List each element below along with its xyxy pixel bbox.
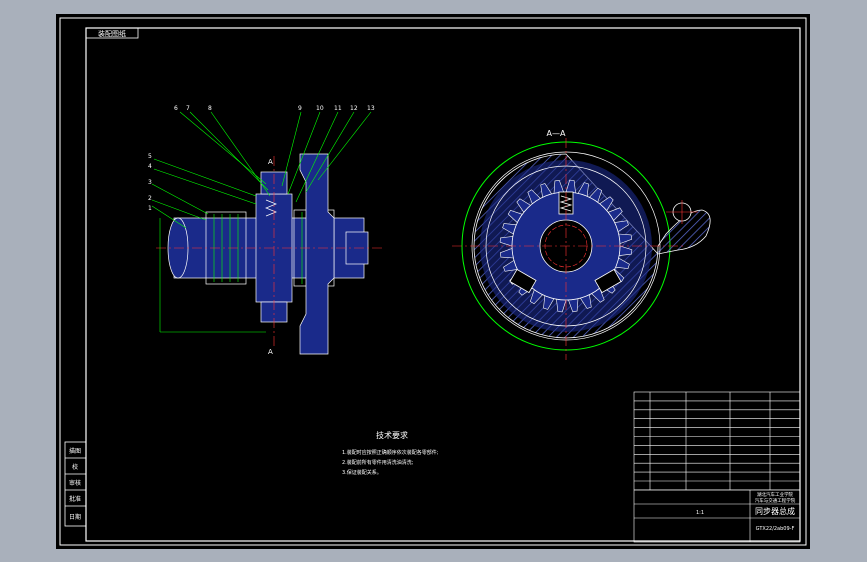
balloon-label: 6 <box>174 105 178 112</box>
a-a-view[interactable] <box>452 138 711 360</box>
tech-req-item: 3.保证装配关系。 <box>342 469 382 476</box>
stamp-row-label: 审核 <box>69 479 81 487</box>
drawing-number: GTX22/2ab09-F <box>756 526 795 532</box>
section-view[interactable]: A A <box>156 153 382 356</box>
tech-req-item: 2.装配前所有零件用清洗油清洗; <box>342 459 414 466</box>
balloon-label: 9 <box>298 105 302 112</box>
section-label: A—A <box>547 129 566 138</box>
inner-border <box>85 27 801 542</box>
stamp-row-label: 日期 <box>69 513 81 521</box>
balloon-label: 7 <box>186 105 190 112</box>
balloon-label: 2 <box>148 195 152 202</box>
stamp-row-label: 批准 <box>69 495 81 503</box>
stamp-row-label: 描图 <box>69 447 81 455</box>
spring <box>265 199 277 217</box>
balloon-label: 8 <box>208 105 212 112</box>
left-stamp-labels: 描图 校 审核 批准 日期 <box>69 447 81 521</box>
tech-requirements: 技术要求 1.装配时应按照正确顺序依次装配各零部件; 2.装配前所有零件用清洗油… <box>342 430 439 476</box>
top-label: 装配图纸 <box>98 29 126 38</box>
outer-border <box>59 17 807 546</box>
cad-drawing: 装配图纸 描图 校 审核 批准 日期 <box>59 17 807 546</box>
flange <box>299 153 335 355</box>
section-mark-bottom: A <box>268 348 273 356</box>
balloon-label: 12 <box>350 105 358 112</box>
detent-springs <box>509 191 622 294</box>
balloon-label: 5 <box>148 153 152 160</box>
stamp-row-label: 校 <box>72 463 78 471</box>
left-stamp <box>64 441 87 527</box>
tech-req-item: 1.装配时应按照正确顺序依次装配各零部件; <box>342 449 439 456</box>
section-mark-top: A <box>268 158 273 166</box>
balloon-label: 1 <box>148 205 152 212</box>
balloon-label: 4 <box>148 163 152 170</box>
balloon-label: 10 <box>316 105 324 112</box>
balloon-label: 3 <box>148 179 152 186</box>
tech-req-title: 技术要求 <box>376 430 408 440</box>
balloon-label: 11 <box>334 105 342 112</box>
title-block <box>633 391 801 543</box>
drawing-viewport[interactable]: 装配图纸 描图 校 审核 批准 日期 <box>56 14 810 549</box>
drawing-name: 同步器总成 <box>755 506 795 516</box>
balloon-labels: 6 7 8 5 4 3 2 1 9 10 11 12 13 <box>148 105 375 212</box>
top-label-box <box>85 27 139 39</box>
school-dept: 汽车与交通工程学院 <box>755 497 796 504</box>
balloon-label: 13 <box>367 105 375 112</box>
leader-lines <box>151 111 372 229</box>
title-block-text: 同步器总成 湖北汽车工业学院 汽车与交通工程学院 GTX22/2ab09-F 1… <box>696 491 796 532</box>
scale-value: 1:1 <box>696 510 704 516</box>
school-name: 湖北汽车工业学院 <box>757 491 793 498</box>
